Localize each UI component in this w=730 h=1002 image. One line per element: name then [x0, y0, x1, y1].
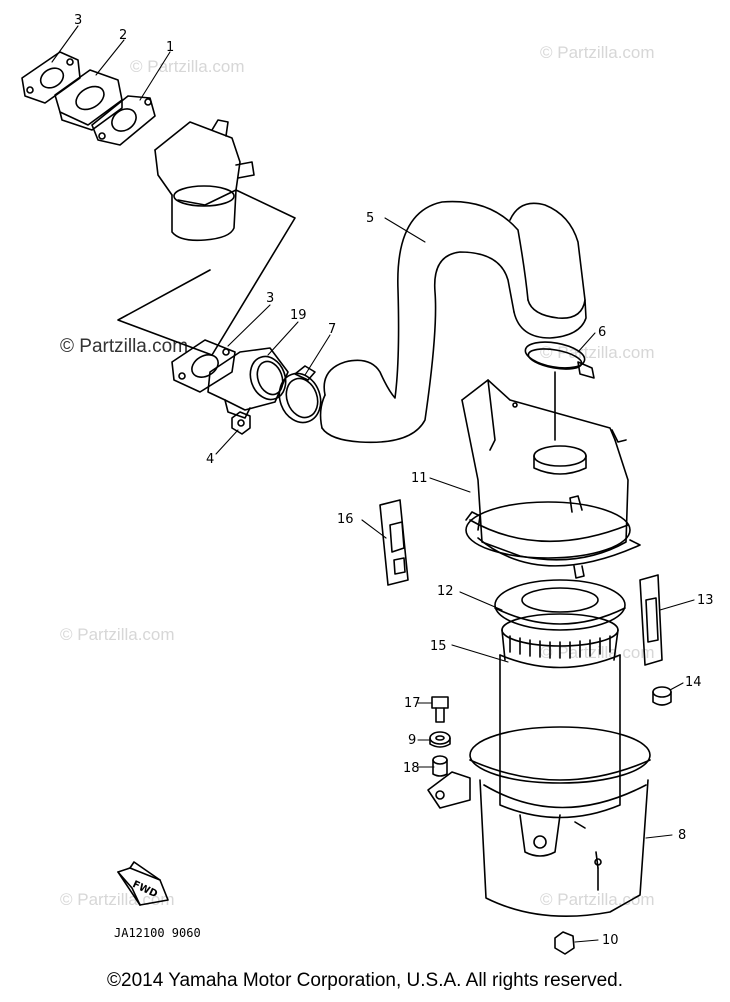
watermark: © Partzilla.com: [60, 625, 175, 644]
drawing-code: JA12100 9060: [114, 926, 201, 940]
collar-part-18[interactable]: [432, 755, 448, 777]
callout-label: 7: [328, 322, 336, 337]
leader-lines: [51, 25, 695, 943]
callout-label: 18: [403, 761, 420, 776]
callout-label: 14: [685, 675, 702, 690]
callout-label: 3: [74, 13, 82, 28]
callout-label: 2: [119, 28, 127, 43]
intake-hose-part-5[interactable]: [319, 200, 587, 444]
callout-label: 19: [290, 308, 307, 323]
watermark: © Partzilla.com: [540, 643, 655, 662]
watermark: © Partzilla.com: [130, 57, 245, 76]
callout-label: 10: [602, 933, 619, 948]
gasket-part-3-top[interactable]: [21, 51, 81, 104]
washer-part-9[interactable]: [429, 731, 451, 748]
air-cleaner-bowl-part-8[interactable]: [427, 726, 651, 918]
gasket-part-1[interactable]: [91, 95, 156, 146]
callout-label: 11: [411, 471, 428, 486]
air-cleaner-case-part-11[interactable]: [461, 379, 641, 579]
carburetor: [154, 119, 255, 242]
element-part-12[interactable]: [494, 579, 626, 631]
callout-label: 17: [404, 696, 421, 711]
callout-label: 12: [437, 584, 454, 599]
watermark: © Partzilla.com: [540, 890, 655, 909]
callout-label: 1: [166, 40, 174, 55]
callout-label: 4: [206, 452, 214, 467]
copyright-text: ©2014 Yamaha Motor Corporation, U.S.A. A…: [107, 970, 623, 991]
callout-label: 5: [366, 211, 374, 226]
bolt-part-17[interactable]: [431, 696, 449, 723]
watermark: © Partzilla.com: [540, 343, 655, 362]
reference-line: [117, 189, 296, 356]
clip-part-13[interactable]: [639, 574, 663, 666]
hose-clamp-part-7[interactable]: [273, 365, 328, 428]
drain-plug-part-10[interactable]: [554, 931, 575, 955]
callout-labels: 3 2 1 5 3 19 7 6 4 11 16 12 13 15 17 14 …: [74, 13, 714, 948]
watermark: © Partzilla.com: [540, 43, 655, 62]
callout-label: 9: [408, 733, 416, 748]
nut-part-4[interactable]: [231, 411, 251, 435]
watermarks: © Partzilla.com © Partzilla.com © Partzi…: [60, 43, 655, 909]
carburetor-joint-part-19[interactable]: [207, 347, 291, 419]
callout-label: 15: [430, 639, 447, 654]
callout-label: 8: [678, 828, 686, 843]
callout-label: 13: [697, 593, 714, 608]
watermark: © Partzilla.com: [60, 336, 188, 357]
hose-clamp-part-6[interactable]: [523, 338, 595, 379]
clip-part-16[interactable]: [379, 499, 409, 586]
callout-label: 6: [598, 325, 606, 340]
grommet-part-14[interactable]: [652, 686, 672, 706]
forward-arrow-icon: [117, 861, 169, 906]
callout-label: 16: [337, 512, 354, 527]
callout-label: 3: [266, 291, 274, 306]
